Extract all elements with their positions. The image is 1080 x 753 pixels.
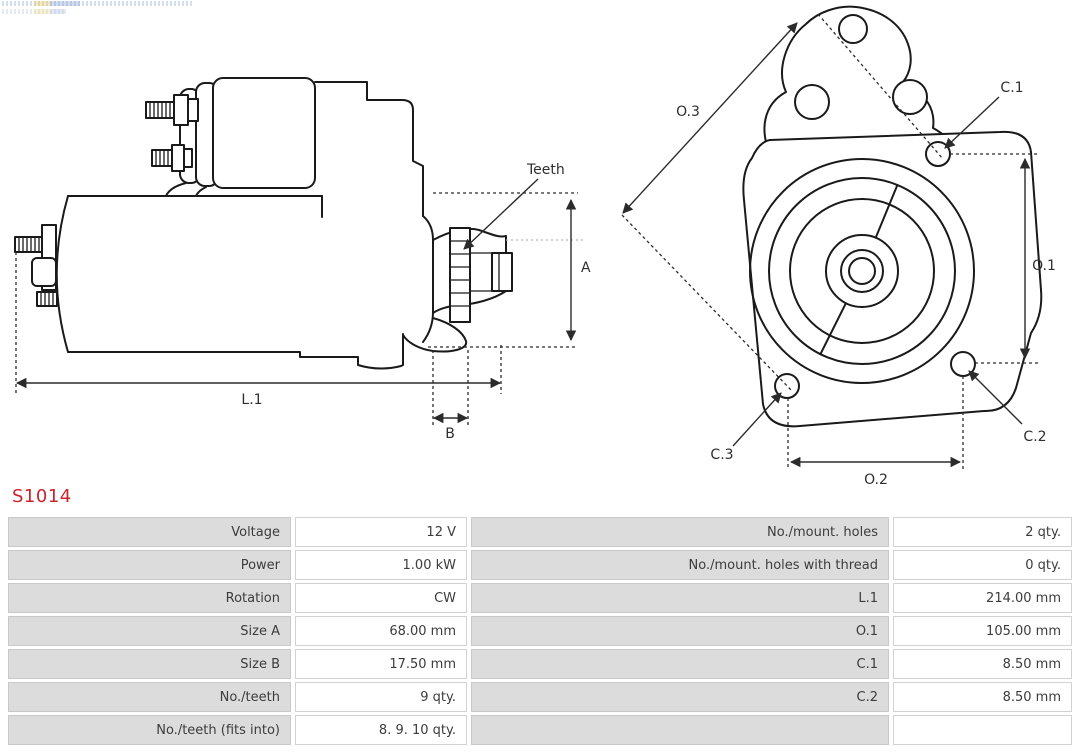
spec-value: 0 qty.: [893, 550, 1072, 580]
front-view-dimensions: O.3 O.1 O.2 C.1 C.2 C.3: [621, 13, 1056, 488]
watermark-row: [2, 1, 192, 6]
part-number: S1014: [12, 486, 72, 507]
spec-value: 8.50 mm: [893, 649, 1072, 679]
watermark-logo: [2, 1, 192, 14]
front-view-drawing: O.3 O.1 O.2 C.1 C.2 C.3: [621, 5, 1056, 488]
right-ear-hole: [892, 79, 928, 115]
spec-table: Voltage 12 V No./mount. holes 2 qty. Pow…: [8, 517, 1072, 745]
housing-face-circles: [749, 158, 975, 384]
solenoid-foot: [195, 186, 207, 197]
spec-value: 105.00 mm: [893, 616, 1072, 646]
spec-label: Size A: [8, 616, 291, 646]
left-ear-hole: [794, 84, 830, 120]
side-view-dimensions: A L.1 B Teeth: [15, 162, 591, 442]
terminal-bolt-top: [145, 94, 199, 126]
spec-label: No./mount. holes: [471, 517, 889, 547]
dimension-b-label: B: [445, 426, 455, 442]
watermark-row: [2, 9, 66, 14]
drive-housing-outline: [314, 81, 424, 217]
top-hole: [838, 14, 868, 44]
body-terminal-left: [14, 224, 58, 307]
dimension-o2-label: O.2: [864, 472, 888, 488]
spec-label: No./teeth: [8, 682, 291, 712]
spec-value: [893, 715, 1072, 745]
c2-leader-arrow: [968, 370, 1023, 425]
dimension-c3-label: C.3: [710, 447, 733, 463]
spec-label: L.1: [471, 583, 889, 613]
mount-hole-c1: [925, 141, 951, 167]
spec-label: Power: [8, 550, 291, 580]
dimension-c1-label: C.1: [1000, 80, 1023, 96]
dimension-a-label: A: [581, 260, 591, 276]
mount-hole-c3: [774, 373, 800, 399]
mount-hole-c2: [950, 351, 976, 377]
spec-label: C.1: [471, 649, 889, 679]
extension-line: [817, 13, 944, 160]
spoke-line: [819, 302, 847, 356]
spec-value: 214.00 mm: [893, 583, 1072, 613]
extension-line: [621, 214, 793, 392]
spec-value: 68.00 mm: [295, 616, 467, 646]
spec-value: CW: [295, 583, 467, 613]
spec-label: O.1: [471, 616, 889, 646]
drive-end-bell: [402, 215, 513, 353]
spec-value: 1.00 kW: [295, 550, 467, 580]
terminal-bolt-bottom: [151, 144, 193, 172]
spec-value: 17.50 mm: [295, 649, 467, 679]
dimension-o3-label: O.3: [676, 104, 700, 120]
c3-leader-arrow: [732, 392, 782, 447]
spec-label: No./teeth (fits into): [8, 715, 291, 745]
spec-label: Voltage: [8, 517, 291, 547]
motor-body: [55, 195, 404, 370]
teeth-leader-arrow: [463, 178, 539, 250]
teeth-label: Teeth: [526, 162, 565, 178]
spec-value: 8. 9. 10 qty.: [295, 715, 467, 745]
spec-label: Size B: [8, 649, 291, 679]
spec-label: Rotation: [8, 583, 291, 613]
dimension-l1-label: L.1: [241, 392, 262, 408]
spec-value: 9 qty.: [295, 682, 467, 712]
spoke-line: [874, 184, 899, 239]
spec-label: C.2: [471, 682, 889, 712]
side-view-drawing: A L.1 B Teeth: [14, 77, 591, 442]
solenoid-foot: [165, 182, 187, 197]
c1-leader-arrow: [944, 96, 1000, 149]
pinion-gear: [449, 227, 513, 323]
spec-value: 12 V: [295, 517, 467, 547]
technical-drawings: A L.1 B Teeth: [14, 5, 1056, 488]
dimension-c2-label: C.2: [1023, 429, 1046, 445]
dimension-o3-arrow: [622, 22, 798, 214]
solenoid-body: [212, 77, 316, 189]
spec-label: [471, 715, 889, 745]
spec-value: 2 qty.: [893, 517, 1072, 547]
spec-label: No./mount. holes with thread: [471, 550, 889, 580]
spec-value: 8.50 mm: [893, 682, 1072, 712]
dimension-o1-label: O.1: [1032, 258, 1056, 274]
